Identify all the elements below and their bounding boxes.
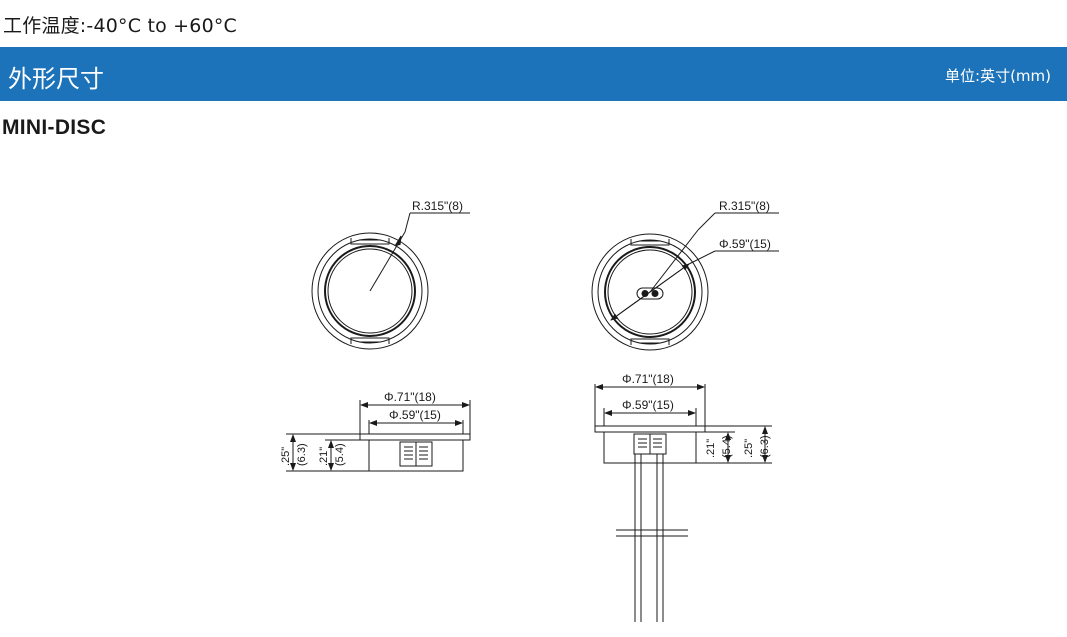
section-header: 外形尺寸 单位:英寸(mm) bbox=[0, 47, 1067, 101]
height-body-left-mm: (5.4) bbox=[334, 443, 346, 466]
radius-label-right: R.315"(8) bbox=[719, 199, 770, 213]
height-total-right-mm: (6.3) bbox=[759, 435, 771, 458]
diameter-inner-label-left: Φ.59"(15) bbox=[389, 408, 441, 422]
left-side-view bbox=[286, 400, 471, 472]
operating-temperature: 工作温度:-40°C to +60°C bbox=[3, 15, 238, 37]
height-total-right-in: .25" bbox=[743, 439, 755, 458]
diameter-outer-label-right: Φ.71"(18) bbox=[622, 372, 674, 386]
diameter-arrow-top bbox=[610, 291, 651, 321]
left-top-view bbox=[311, 212, 470, 350]
diameter-label-top: Φ.59"(15) bbox=[719, 237, 771, 251]
diameter-arrow-top-2 bbox=[649, 263, 690, 293]
height-body-right-in: .21" bbox=[705, 439, 717, 458]
height-body-left-in: .21" bbox=[318, 447, 330, 466]
right-top-view bbox=[591, 212, 779, 351]
radius-label-left: R.315"(8) bbox=[412, 199, 463, 213]
unit-label: 单位:英寸(mm) bbox=[945, 67, 1051, 85]
height-total-left-in: .25" bbox=[280, 447, 292, 466]
height-body-right-mm: (5.4) bbox=[721, 435, 733, 458]
model-name: MINI-DISC bbox=[2, 116, 107, 139]
height-total-left-mm: (6.3) bbox=[296, 443, 308, 466]
diameter-outer-label-left: Φ.71"(18) bbox=[384, 390, 436, 404]
diameter-inner-label-right: Φ.59"(15) bbox=[622, 398, 674, 412]
right-side-view bbox=[594, 384, 772, 622]
section-title: 外形尺寸 bbox=[8, 65, 104, 93]
